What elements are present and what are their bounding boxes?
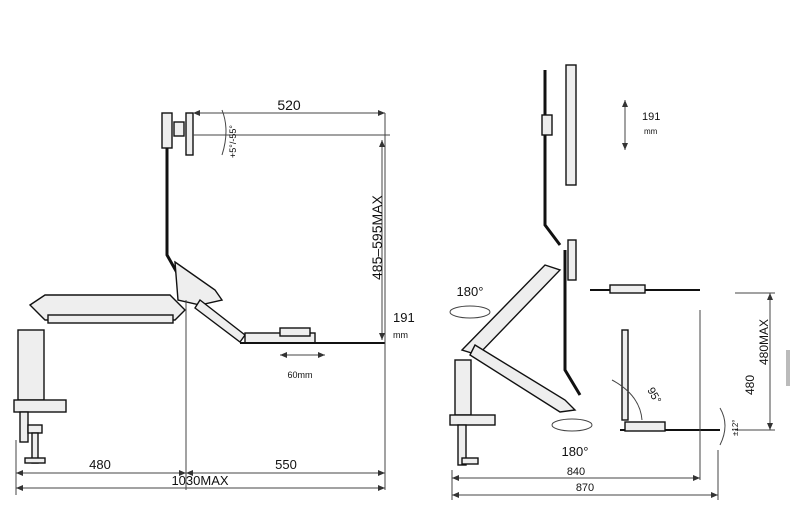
- desk-clamp: [13, 329, 67, 464]
- right-keyboard-trays: [590, 284, 720, 432]
- monitor-lift-label: 191: [642, 111, 660, 123]
- left-side-view: [13, 109, 390, 495]
- lower-arm: [28, 294, 186, 324]
- top-rotation-label: 180°: [457, 284, 484, 299]
- pole: [165, 128, 246, 343]
- monitor-width-label: 520: [277, 97, 301, 113]
- keyboard-reach-label: 550: [275, 457, 297, 472]
- right-desk-clamp: [449, 359, 496, 466]
- height-max-label: 480MAX: [757, 319, 771, 365]
- right-side-view: [449, 64, 775, 500]
- keyboard-slide-label: 60mm: [287, 370, 312, 380]
- base-depth-label: 480: [89, 457, 111, 472]
- scrollbar[interactable]: [786, 350, 790, 386]
- tray-tilt-label: ±12°: [731, 420, 740, 437]
- bottom-rotation-label: 180°: [562, 444, 589, 459]
- monitor-head: [161, 112, 194, 156]
- keyboard-height-label: 191: [393, 310, 415, 325]
- height-label: 480: [743, 375, 757, 395]
- keyboard-tray: [240, 327, 385, 344]
- height-range-label: 485–595MAX: [369, 194, 385, 280]
- total-reach-label: 1030MAX: [171, 473, 228, 488]
- reach-inner-label: 840: [567, 466, 585, 478]
- right-arms: [460, 70, 582, 413]
- monitor-lift-unit: mm: [644, 127, 658, 136]
- right-monitor: [541, 64, 629, 421]
- keyboard-height-unit: mm: [393, 330, 408, 340]
- reach-outer-label: 870: [576, 482, 594, 494]
- keyboard-tilt-label: 95°: [644, 386, 663, 406]
- tilt-range-label: +5°/-55°: [228, 125, 238, 158]
